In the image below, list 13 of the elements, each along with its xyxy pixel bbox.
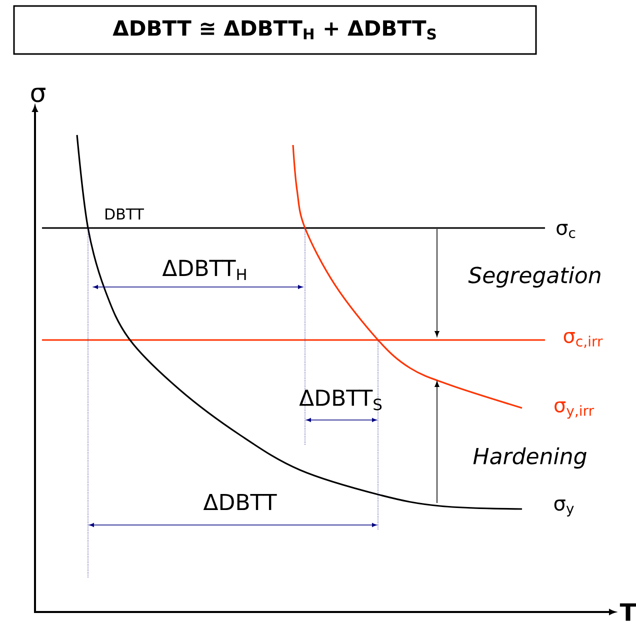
formula-box: ΔDBTT ≅ ΔDBTT$_{H}$ + ΔDBTT$_{S}$ (13, 5, 537, 55)
curve-label: σ$_{y,irr}$ (554, 401, 594, 419)
region-label: Hardening (473, 447, 586, 469)
curve-label: σ$_{y}$ (554, 500, 574, 516)
axis-label: σ (31, 88, 46, 102)
dimension-label: ΔDBTT$_{S}$ (299, 390, 382, 410)
dimension-label: ΔDBTT (203, 494, 277, 510)
dimension-label: ΔDBTT$_{H}$ (162, 260, 246, 280)
axis-label: T (620, 603, 636, 621)
point-label: DBTT (106, 208, 144, 220)
curve-label: σ$_{c,irr}$ (564, 332, 603, 348)
region-label: Segregation (468, 266, 600, 288)
curve-label: σ$_{c}$ (556, 224, 576, 238)
